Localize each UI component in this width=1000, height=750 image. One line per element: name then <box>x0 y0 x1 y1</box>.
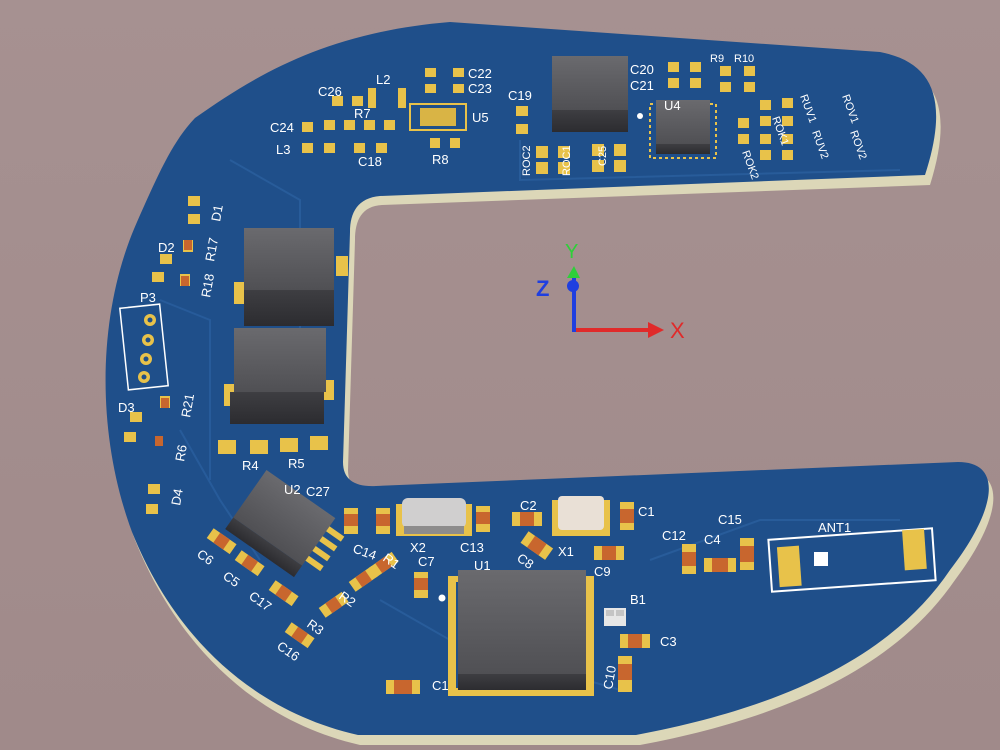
label-c24: C24 <box>270 120 294 135</box>
pad-group-top <box>302 62 793 174</box>
label-c4: C4 <box>704 532 721 547</box>
cap-c2[interactable] <box>512 512 542 526</box>
pin1-marker <box>637 113 643 119</box>
label-p3: P3 <box>140 290 156 305</box>
label-l3: L3 <box>276 142 290 157</box>
label-c2: C2 <box>520 498 537 513</box>
label-r4: R4 <box>242 458 259 473</box>
label-r17: R17 <box>202 236 221 262</box>
label-c10: C10 <box>600 664 619 690</box>
label-d3: D3 <box>118 400 135 415</box>
label-roc1: ROC1 <box>561 145 573 176</box>
chip-u2[interactable] <box>225 469 350 587</box>
label-c21: C21 <box>630 78 654 93</box>
label-u2: U2 <box>284 482 301 497</box>
smd-bottom-left <box>206 506 490 694</box>
cap-c1[interactable] <box>620 502 634 530</box>
inductor-big-2[interactable] <box>224 328 334 424</box>
label-r5: R5 <box>288 456 305 471</box>
label-d2: D2 <box>158 240 175 255</box>
label-u4: U4 <box>664 98 681 113</box>
axis-x-label: X <box>670 318 685 343</box>
label-r10: R10 <box>734 53 754 65</box>
chip-u3-top[interactable] <box>552 56 628 132</box>
label-c19: C19 <box>508 88 532 103</box>
label-roc2: ROC2 <box>521 145 533 176</box>
chip-u1[interactable] <box>448 570 594 696</box>
label-r7: R7 <box>354 106 371 121</box>
label-b1: B1 <box>630 592 646 607</box>
cap-c3[interactable] <box>620 634 650 648</box>
component-b1[interactable] <box>604 608 626 626</box>
connector-p3[interactable] <box>118 303 170 391</box>
label-x1: X1 <box>558 544 574 559</box>
silkscreen-labels: C26 L2 C22 C23 C24 R7 U5 L3 C18 R8 C19 R… <box>118 53 869 693</box>
label-r8: R8 <box>432 152 449 167</box>
label-d1: D1 <box>208 204 226 223</box>
label-c20: C20 <box>630 62 654 77</box>
inductor-l2[interactable] <box>368 86 406 110</box>
label-u1: U1 <box>474 558 491 573</box>
chip-u5[interactable] <box>409 103 467 131</box>
crystal-x1[interactable] <box>552 496 610 536</box>
label-c9: C9 <box>594 564 611 579</box>
label-c18: C18 <box>358 154 382 169</box>
label-c7: C7 <box>418 554 435 569</box>
label-c26: C26 <box>318 84 342 99</box>
crystal-x2[interactable] <box>396 498 472 536</box>
label-r6: R6 <box>172 444 190 463</box>
label-c25: C25 <box>597 146 609 166</box>
label-d4: D4 <box>168 488 186 507</box>
label-l2: L2 <box>376 72 390 87</box>
label-c13: C13 <box>460 540 484 555</box>
label-c15: C15 <box>718 512 742 527</box>
cap-c8[interactable] <box>520 531 554 560</box>
cap-c9[interactable] <box>594 546 624 560</box>
antenna-ant1[interactable] <box>767 527 937 593</box>
cap-c12[interactable] <box>682 544 696 574</box>
label-r9: R9 <box>710 53 724 65</box>
label-c3: C3 <box>660 634 677 649</box>
label-c22: C22 <box>468 66 492 81</box>
axis-triad <box>567 266 664 338</box>
label-c12: C12 <box>662 528 686 543</box>
cap-c15[interactable] <box>740 538 754 570</box>
label-r21: R21 <box>178 392 197 418</box>
pin1-marker-u1 <box>438 594 446 602</box>
label-c-partial: C1 <box>432 678 449 693</box>
label-ant1: ANT1 <box>818 520 851 535</box>
axis-z-label: Z <box>536 276 549 301</box>
label-r18: R18 <box>198 272 217 298</box>
label-c1: C1 <box>638 504 655 519</box>
label-c27: C27 <box>306 484 330 499</box>
cap-c4[interactable] <box>704 558 736 572</box>
label-c23: C23 <box>468 81 492 96</box>
axis-y-label: Y <box>565 241 578 263</box>
chip-u4[interactable] <box>649 100 717 159</box>
inductor-big-1[interactable] <box>234 228 348 326</box>
smd-orange-left <box>155 240 192 446</box>
label-u5: U5 <box>472 110 489 125</box>
label-x2: X2 <box>410 540 426 555</box>
cap-c10[interactable] <box>618 656 632 692</box>
